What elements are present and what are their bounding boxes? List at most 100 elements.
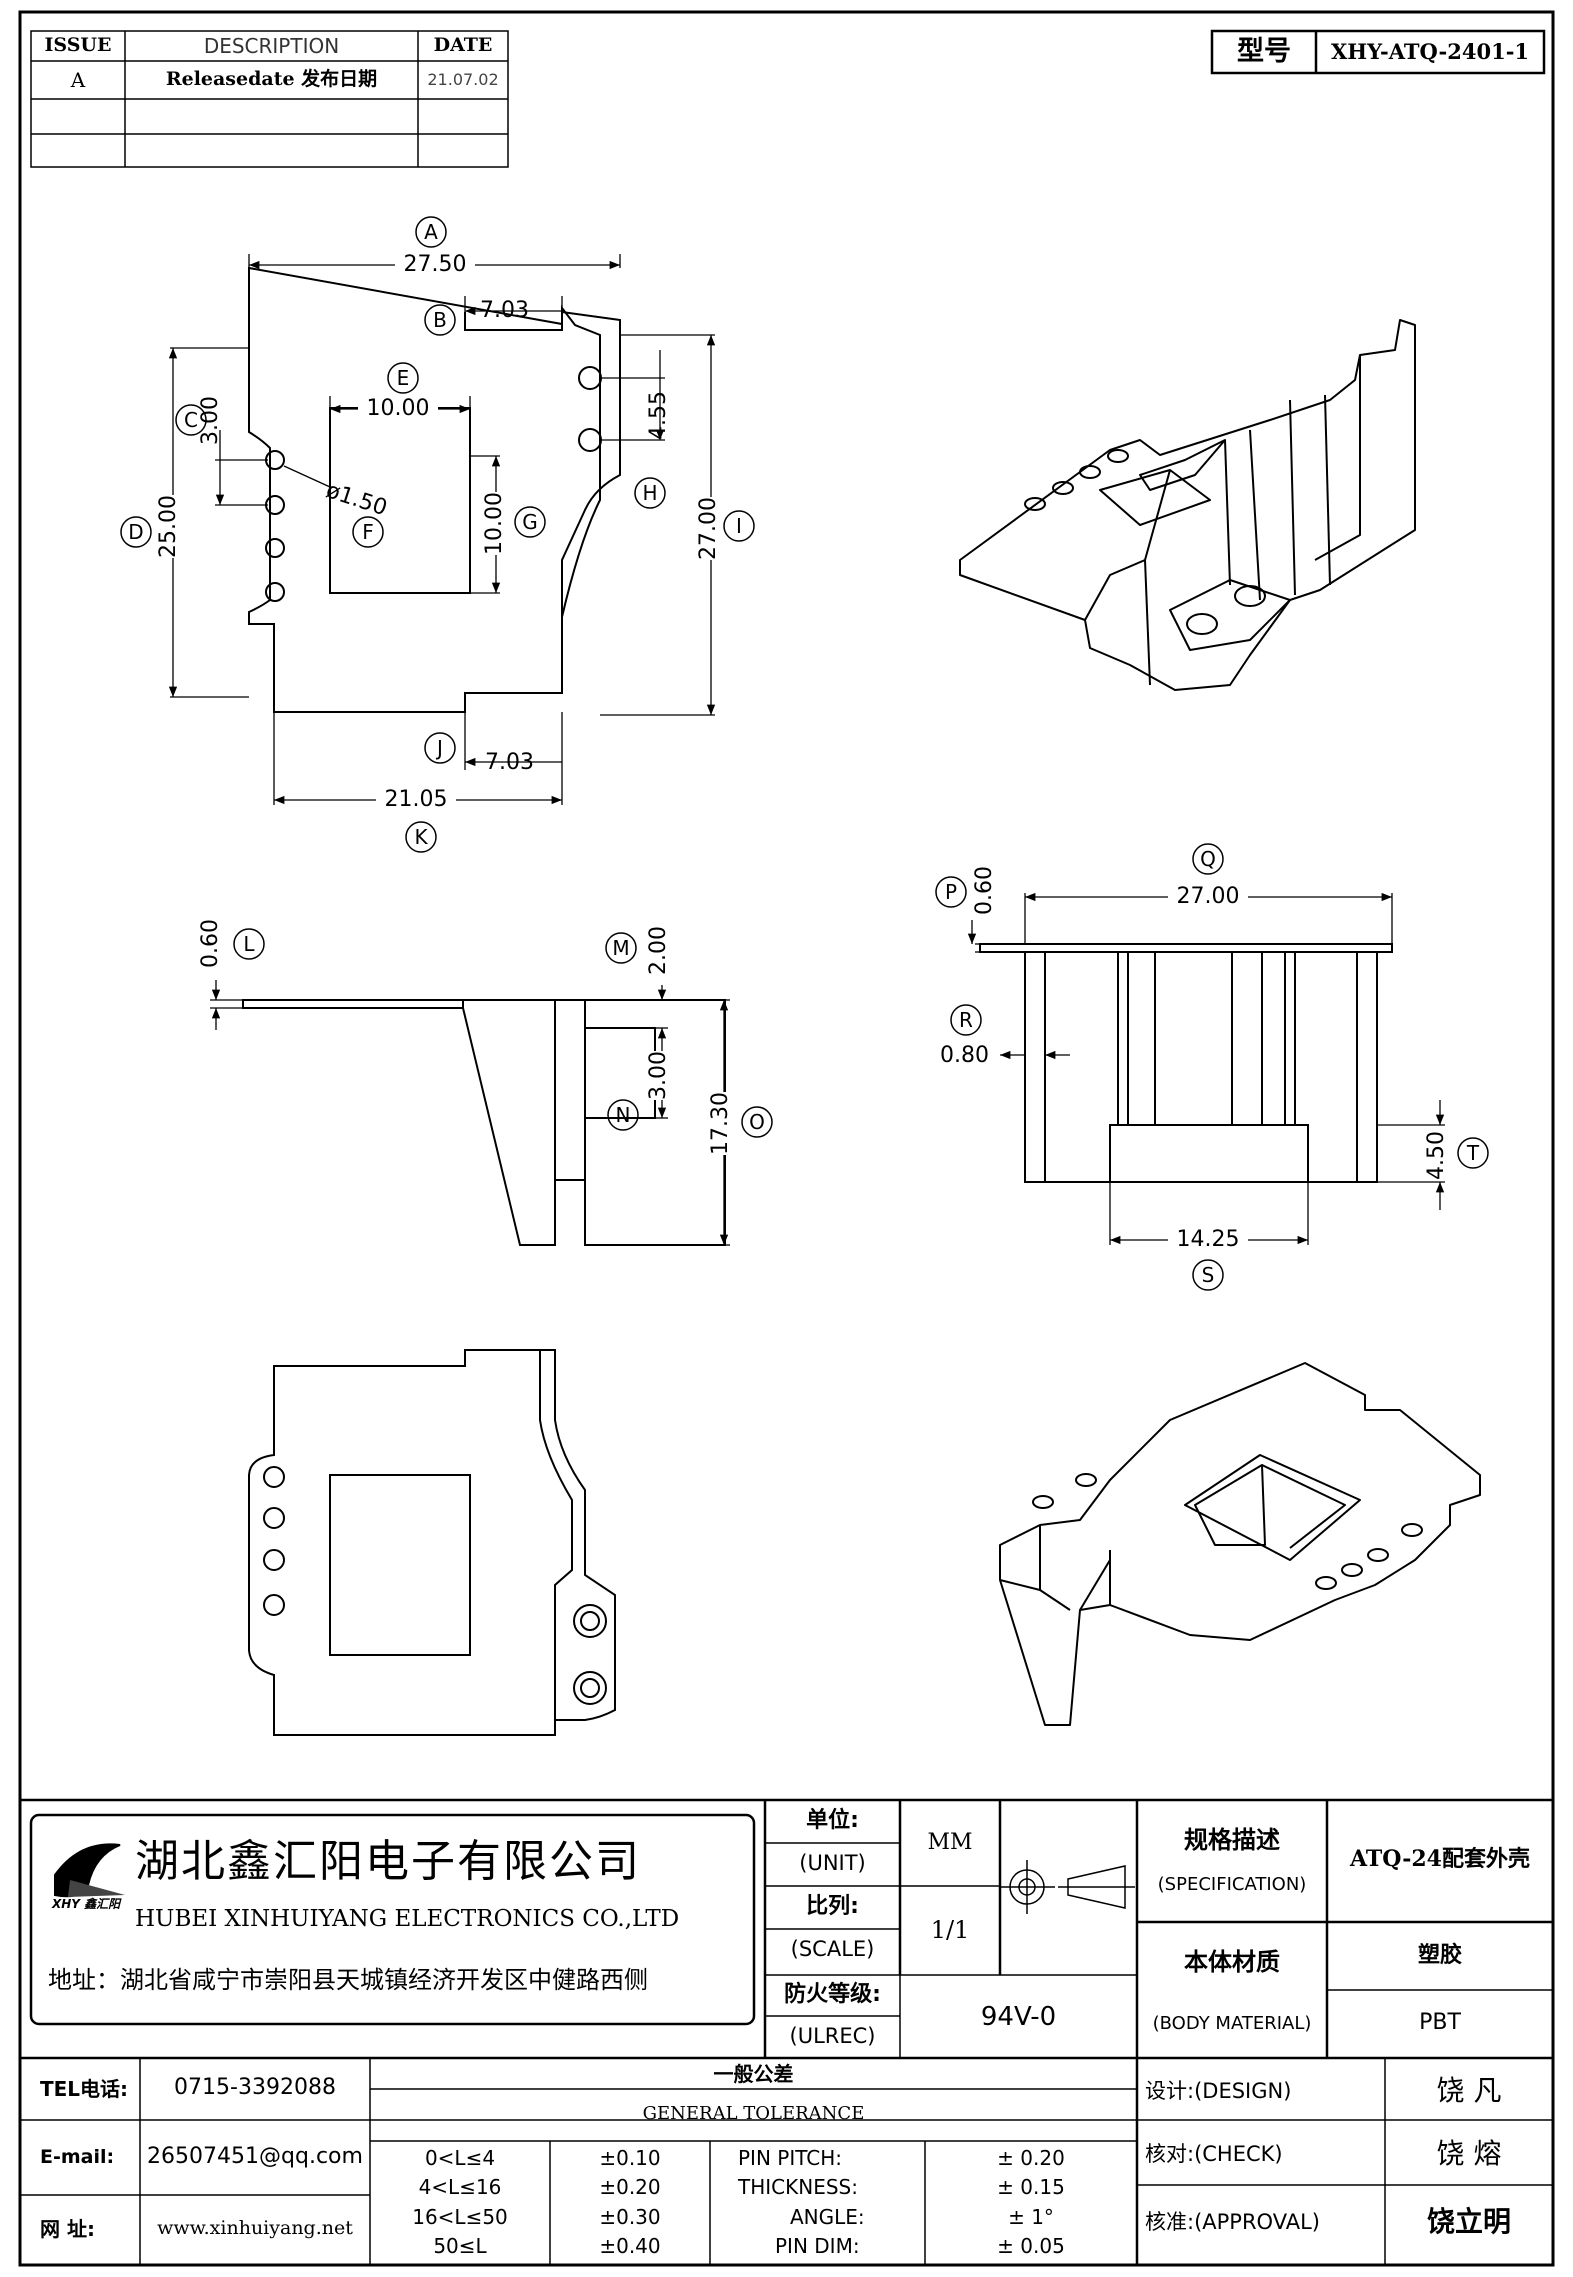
check-name: 饶 熔	[1436, 2137, 1502, 2170]
balloon-a: A	[424, 220, 438, 244]
dim-o-value: 17.30	[708, 1092, 733, 1155]
balloon-j: J	[437, 736, 443, 760]
dim-d-value: 25.00	[156, 495, 181, 558]
tolerance-item-name: PIN DIM:	[775, 2234, 860, 2258]
email-label: E-mail:	[40, 2146, 115, 2168]
balloon-b: B	[433, 308, 447, 332]
balloon-h: H	[642, 481, 658, 505]
email-value: 26507451@qq.com	[147, 2144, 363, 2169]
check-label: 核对:(CHECK)	[1145, 2142, 1283, 2166]
design-name: 饶 凡	[1436, 2074, 1502, 2107]
title-block-inner-lines	[20, 1842, 1553, 2265]
tolerance-item-name: PIN PITCH:	[738, 2146, 843, 2170]
dimension-balloons	[120, 216, 1489, 1291]
sheet-border	[18, 10, 1555, 2267]
balloon-p: P	[944, 880, 958, 904]
revision-row-date: 21.07.02	[427, 70, 499, 89]
tolerance-title-cn: 一般公差	[713, 2062, 794, 2086]
unit-value: MM	[927, 1830, 973, 1855]
company-name-en: HUBEI XINHUIYANG ELECTRONICS CO.,LTD	[135, 1906, 680, 1932]
balloon-t: T	[1466, 1141, 1480, 1165]
model-label: 型号	[1237, 36, 1291, 67]
model-number: XHY-ATQ-2401-1	[1330, 39, 1530, 64]
dim-r-value: 0.80	[940, 1043, 989, 1068]
web-value: www.xinhuiyang.net	[157, 2217, 353, 2239]
scale-label-en: (SCALE)	[790, 1937, 875, 1961]
balloon-e: E	[396, 366, 410, 390]
material-label-cn: 本体材质	[1184, 1948, 1280, 1976]
iso-view-top	[959, 319, 1416, 691]
tolerance-item-value: ± 1°	[1008, 2205, 1054, 2229]
revision-row-issue: A	[70, 68, 86, 92]
balloon-n: N	[615, 1103, 631, 1127]
tolerance-value: ±0.40	[599, 2234, 661, 2258]
front-view-outline	[979, 943, 1393, 1183]
tolerance-item-name: THICKNESS:	[738, 2175, 858, 2199]
balloon-o: O	[749, 1110, 765, 1134]
approval-label: 核准:(APPROVAL)	[1145, 2210, 1320, 2234]
spec-label-en: (SPECIFICATION)	[1157, 1874, 1307, 1895]
dim-a-value: 27.50	[395, 254, 475, 276]
dim-i-value: 27.00	[696, 497, 721, 560]
fire-label-en: (ULREC)	[789, 2024, 876, 2048]
balloon-g: G	[522, 510, 538, 534]
tolerance-value: ±0.30	[599, 2205, 661, 2229]
dim-k-value: 21.05	[376, 789, 456, 811]
tolerance-item-value: ± 0.20	[997, 2146, 1065, 2170]
balloon-q: Q	[1200, 847, 1216, 871]
tolerance-range: 0<L≤4	[424, 2146, 496, 2170]
spec-value: ATQ-24配套外壳	[1350, 1846, 1530, 1872]
dim-c-value: 3.00	[198, 396, 223, 445]
scale-value: 1/1	[930, 1916, 970, 1944]
balloon-l: L	[243, 932, 255, 956]
balloon-k: K	[414, 825, 428, 849]
dim-b-value: 7.03	[480, 298, 529, 323]
side-view-outline	[242, 999, 726, 1246]
top-view-dimensions	[168, 254, 716, 805]
unit-label-cn: 单位:	[806, 1808, 859, 1833]
tolerance-item-name: ANGLE:	[790, 2205, 865, 2229]
tolerance-range: 16<L≤50	[412, 2205, 508, 2229]
tolerance-value: ±0.20	[599, 2175, 661, 2199]
side-view-dimensions	[210, 980, 730, 1246]
balloon-i: I	[736, 514, 742, 538]
balloon-m: M	[612, 936, 630, 960]
material-label-en: (BODY MATERIAL)	[1152, 2013, 1312, 2034]
fire-value: 94V-0	[980, 2002, 1057, 2032]
dim-p-value: 0.60	[972, 866, 997, 915]
dim-l-value: 0.60	[198, 919, 223, 968]
tolerance-item-value: ± 0.05	[997, 2234, 1065, 2258]
revision-header-date: DATE	[433, 34, 493, 56]
tel-label: TEL电话:	[40, 2077, 129, 2101]
design-label: 设计:(DESIGN)	[1145, 2079, 1292, 2103]
balloon-d: D	[128, 520, 144, 544]
dim-g-value: 10.00	[482, 492, 507, 555]
material-value-cn: 塑胶	[1417, 1943, 1462, 1968]
tolerance-item-value: ± 0.15	[997, 2175, 1065, 2199]
tolerance-title-en: GENERAL TOLERANCE	[642, 2103, 865, 2124]
dim-t-value: 4.50	[1424, 1131, 1449, 1180]
dim-n-value: 3.00	[646, 1051, 671, 1100]
revision-header-description: DESCRIPTION	[203, 34, 340, 58]
dim-m-value: 2.00	[646, 926, 671, 975]
balloon-r: R	[959, 1008, 973, 1032]
projection-symbol-icon	[1000, 1860, 1135, 1914]
unit-label-en: (UNIT)	[799, 1851, 866, 1875]
fire-label-cn: 防火等级:	[784, 1982, 881, 2007]
company-name-cn: 湖北鑫汇阳电子有限公司	[135, 1836, 641, 1887]
dim-j-value: 7.03	[485, 750, 534, 775]
balloon-f: F	[362, 520, 374, 544]
model-box	[1210, 29, 1546, 75]
front-view-dimensions	[967, 892, 1445, 1245]
spec-label-cn: 规格描述	[1184, 1826, 1280, 1854]
dim-q-value: 27.00	[1168, 886, 1248, 908]
tolerance-range: 4<L≤16	[418, 2175, 502, 2199]
balloon-s: S	[1201, 1263, 1215, 1287]
dim-s-value: 14.25	[1168, 1229, 1248, 1251]
bottom-view-outline	[248, 1349, 616, 1736]
revision-header-issue: ISSUE	[44, 34, 112, 56]
company-logo-icon	[54, 1843, 125, 1898]
tolerance-range: 50≤L	[433, 2234, 487, 2258]
tolerance-value: ±0.10	[599, 2146, 661, 2170]
